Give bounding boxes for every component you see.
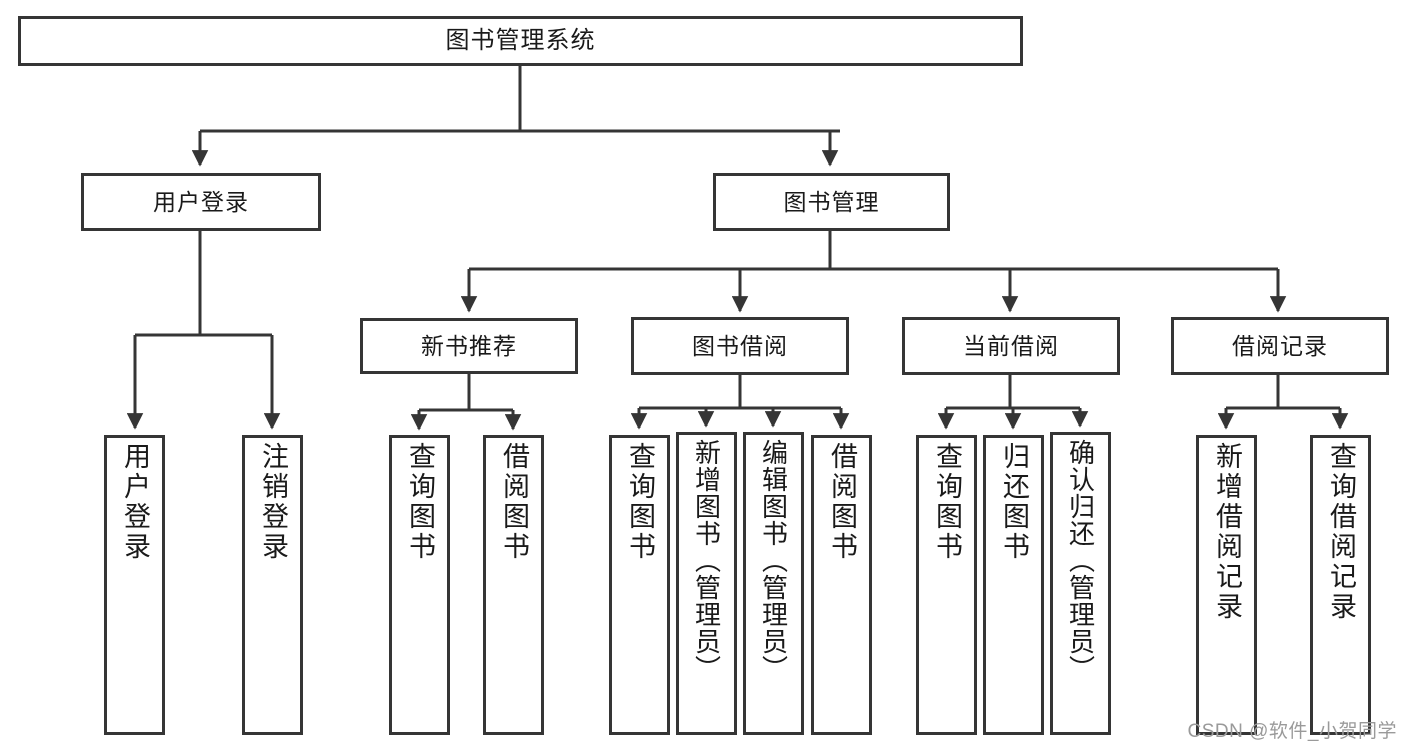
node-book-borrow[interactable]: 图书借阅 <box>631 317 849 375</box>
leaf-logout-label: 注销登录 <box>258 442 288 562</box>
leaf-confirm-return-admin[interactable]: 确认归还（管理员） <box>1050 432 1111 735</box>
csdn-watermark: CSDN @软件_小贺同学 <box>1187 721 1397 742</box>
leaf-borrow-book-newbook-label: 借阅图书 <box>499 442 529 562</box>
leaf-query-book-current[interactable]: 查询图书 <box>916 435 977 735</box>
leaf-query-borrow-record[interactable]: 查询借阅记录 <box>1310 435 1371 735</box>
leaf-logout[interactable]: 注销登录 <box>242 435 303 735</box>
leaf-query-book-newbook-label: 查询图书 <box>405 442 435 562</box>
leaf-add-borrow-record-label: 新增借阅记录 <box>1212 442 1242 622</box>
leaf-query-book-current-label: 查询图书 <box>932 442 962 562</box>
leaf-borrow-book-borrow[interactable]: 借阅图书 <box>811 435 872 735</box>
node-user-login[interactable]: 用户登录 <box>81 173 321 231</box>
node-book-management-label: 图书管理 <box>783 188 880 215</box>
leaf-add-book-admin[interactable]: 新增图书（管理员） <box>676 432 737 735</box>
leaf-add-book-admin-label: 新增图书（管理员） <box>691 439 722 682</box>
node-borrow-record[interactable]: 借阅记录 <box>1171 317 1389 375</box>
node-current-borrow[interactable]: 当前借阅 <box>902 317 1120 375</box>
leaf-return-book[interactable]: 归还图书 <box>983 435 1044 735</box>
leaf-query-book-newbook[interactable]: 查询图书 <box>389 435 450 735</box>
leaf-query-book-borrow[interactable]: 查询图书 <box>609 435 670 735</box>
node-user-login-label: 用户登录 <box>153 188 249 215</box>
node-new-book-recommend-label: 新书推荐 <box>421 332 517 359</box>
leaf-confirm-return-admin-label: 确认归还（管理员） <box>1065 439 1096 682</box>
leaf-edit-book-admin-label: 编辑图书（管理员） <box>758 439 789 682</box>
leaf-edit-book-admin[interactable]: 编辑图书（管理员） <box>743 432 804 735</box>
node-borrow-record-label: 借阅记录 <box>1232 332 1328 359</box>
leaf-user-login[interactable]: 用户登录 <box>104 435 165 735</box>
node-current-borrow-label: 当前借阅 <box>963 332 1059 359</box>
leaf-add-borrow-record[interactable]: 新增借阅记录 <box>1196 435 1257 735</box>
node-book-borrow-label: 图书借阅 <box>692 332 788 359</box>
node-new-book-recommend[interactable]: 新书推荐 <box>360 318 578 374</box>
leaf-return-book-label: 归还图书 <box>999 442 1029 562</box>
leaf-borrow-book-borrow-label: 借阅图书 <box>827 442 857 562</box>
node-root-system[interactable]: 图书管理系统 <box>18 16 1023 66</box>
node-book-management[interactable]: 图书管理 <box>713 173 950 231</box>
leaf-query-borrow-record-label: 查询借阅记录 <box>1326 442 1356 622</box>
leaf-borrow-book-newbook[interactable]: 借阅图书 <box>483 435 544 735</box>
node-root-system-label: 图书管理系统 <box>445 27 596 55</box>
leaf-user-login-label: 用户登录 <box>120 442 150 562</box>
leaf-query-book-borrow-label: 查询图书 <box>625 442 655 562</box>
